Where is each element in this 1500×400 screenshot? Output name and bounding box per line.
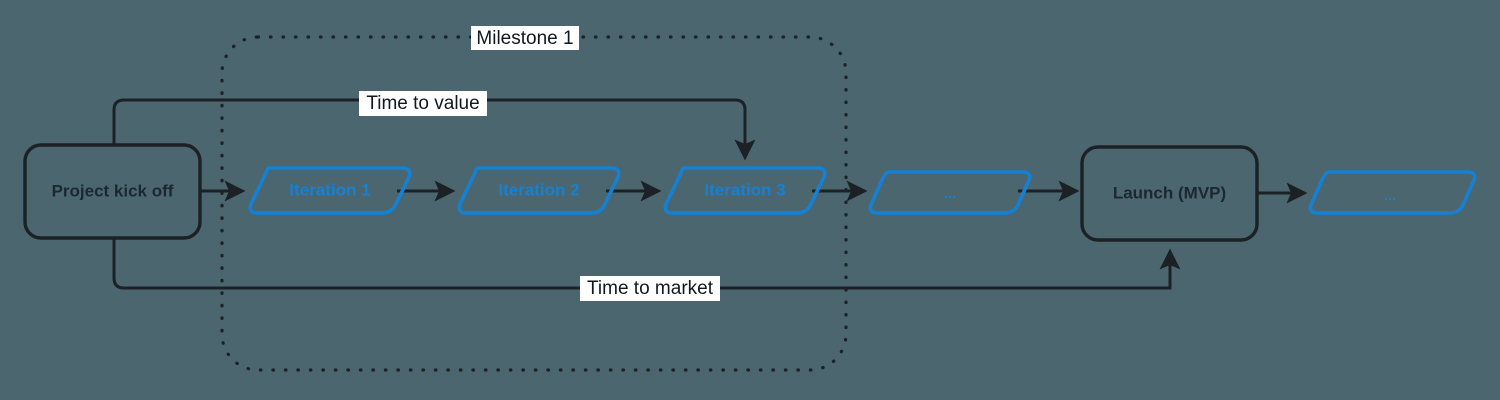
node-iteration-1-label: Iteration 1 (289, 180, 370, 199)
edge-label-time-to-market-bg (580, 276, 720, 301)
milestone-group-label: Milestone 1 (471, 26, 579, 50)
node-iteration-2-shape (457, 166, 621, 215)
time-to-market-connector (112, 238, 1181, 290)
node-iteration-3[interactable]: Iteration 3 (663, 166, 827, 215)
node-project-kick-off-shape (23, 143, 202, 240)
node-launch-mvp-label: Launch (MVP) (1113, 183, 1226, 202)
node-iteration-1[interactable]: Iteration 1 (248, 166, 412, 215)
edge-label-time-to-market: Time to market (580, 276, 720, 301)
node-launch-mvp-shape (1080, 145, 1259, 242)
node-more-iterations[interactable]: ... (868, 170, 1032, 215)
node-iteration-2[interactable]: Iteration 2 (457, 166, 621, 215)
node-iteration-3-shape (663, 166, 827, 215)
node-launch-mvp[interactable]: Launch (MVP) (1080, 145, 1259, 242)
node-project-kick-off[interactable]: Project kick off (23, 143, 202, 240)
node-project-kick-off-label: Project kick off (52, 181, 174, 200)
edge-label-time-to-value-bg (359, 91, 487, 116)
node-more-iterations-label: ... (944, 185, 957, 202)
milestone-group-label-text: Milestone 1 (476, 28, 573, 49)
node-more-after-launch-shape (1308, 170, 1477, 215)
edge-label-time-to-value: Time to value (359, 91, 487, 116)
edge-label-time-to-market-text: Time to market (587, 278, 714, 299)
node-more-after-launch-label: ... (1384, 187, 1397, 204)
node-iteration-3-label: Iteration 3 (704, 180, 785, 199)
milestone-group-boundary (220, 35, 848, 372)
milestone-group-label-bg (471, 26, 579, 50)
node-more-after-launch[interactable]: ... (1308, 170, 1477, 215)
node-more-iterations-shape (868, 170, 1032, 215)
edge-label-time-to-value-text: Time to value (366, 93, 479, 114)
node-iteration-2-label: Iteration 2 (498, 180, 579, 199)
node-iteration-1-shape (248, 166, 412, 215)
